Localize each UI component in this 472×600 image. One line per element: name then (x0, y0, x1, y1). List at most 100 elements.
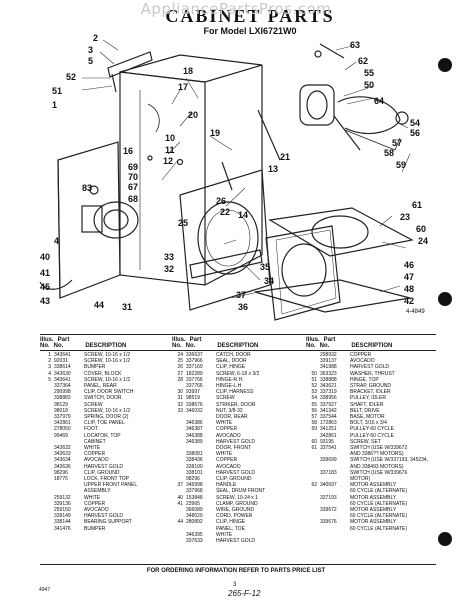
callout-36: 36 (238, 302, 249, 312)
description: BEARING SUPPORT (84, 519, 132, 526)
part-no: 338614 (54, 364, 71, 371)
table-top-rule (40, 334, 436, 335)
motor-housing (81, 205, 103, 233)
description: SCREW, 6-18 x 3/2 (216, 370, 260, 377)
illus-no: 41 (177, 500, 183, 507)
part-no: 346032 (186, 407, 203, 414)
part-no: 341476 (54, 525, 71, 532)
table-row: 60 CYCLE (ALTERNATE) (306, 488, 436, 494)
header-description: DESCRIPTION (85, 343, 127, 349)
part-no: 336637 (186, 352, 203, 358)
callout-12: 12 (163, 156, 174, 166)
part-no: 338081 (186, 451, 203, 458)
illus-no: 58 (311, 420, 317, 427)
part-no: 98296 (54, 469, 68, 476)
description: SWITCH (USE W/339672 (350, 445, 408, 452)
illus-no: 61 (311, 445, 317, 452)
illus-no: 56 (311, 407, 317, 414)
description: AVOCADO (216, 432, 241, 439)
description: AND 338493 MOTORS) (350, 463, 404, 470)
description: PULLEY-60 CYCLE (350, 426, 395, 433)
part-no: 339699 (320, 457, 337, 464)
part-no: 18776 (54, 476, 68, 483)
illus-no (172, 538, 183, 544)
part-no: 278050 (54, 426, 71, 433)
part-no: 341342 (320, 407, 337, 414)
description: CLIP, TOE PANEL (84, 420, 125, 427)
part-no: 337966 (186, 358, 203, 365)
drive-belt (337, 96, 401, 135)
description: HARVEST GOLD (84, 513, 123, 520)
illus-no: 54 (311, 395, 317, 402)
header-description: DESCRIPTION (351, 343, 393, 349)
callout-69: 69 (128, 162, 139, 172)
illus-no (306, 526, 317, 532)
part-no: 172863 (320, 420, 337, 427)
callout-4: 4 (54, 236, 60, 246)
table-row: DOOR, REAR (172, 414, 300, 420)
top-panel-ring (311, 215, 369, 249)
header-part: Part (323, 337, 336, 343)
part-no: 338100 (186, 463, 203, 470)
illus-no: 3 (48, 364, 51, 371)
description: CORD, POWER (216, 513, 253, 520)
table-row: UPPER FRONT PANEL (40, 482, 166, 488)
description: PANEL, REAR (84, 383, 117, 390)
description: DOOR, FRONT (216, 445, 251, 452)
callout-21: 21 (280, 152, 291, 162)
table-bottom-rule (40, 564, 436, 565)
illus-no: 30 (177, 389, 183, 396)
part-no: 338883 (54, 395, 71, 402)
callout-18: 18 (183, 66, 194, 76)
callout-43: 43 (40, 296, 51, 306)
binder-hole-bottom (438, 532, 452, 546)
description: COPPER (84, 500, 106, 507)
diagram-code: 4-4849 (406, 309, 425, 315)
description: LOCK, FRONT TOP (84, 476, 130, 483)
callout-19: 19 (210, 128, 221, 138)
callout-32: 32 (164, 264, 175, 274)
description: BELT, DRIVE (350, 407, 380, 414)
part-no: 259150 (54, 507, 71, 514)
description: HINGE, TOP (350, 376, 379, 383)
table-row: MOTOR) (306, 476, 436, 482)
header-illus: Illus. (40, 337, 54, 343)
description: BOLT, 3/16 x 3/4 (350, 420, 387, 427)
table-row: 60 CYCLE (ALTERNATE) (306, 513, 436, 519)
column-header: Illus.Part No.No.DESCRIPTION (306, 337, 436, 349)
description: CLIP, HINGE (216, 364, 246, 371)
description: HARVEST GOLD (216, 438, 255, 445)
callout-48: 48 (404, 284, 415, 294)
description: AVOCADO (84, 457, 109, 464)
callout-61: 61 (412, 200, 423, 210)
part-no: 341988 (320, 364, 337, 371)
header-no: No. (306, 343, 316, 349)
table-row: 60 CYCLE (ALTERNATE) (306, 501, 436, 507)
part-no: 338888 (320, 376, 337, 383)
description: 60 CYCLE (ALTERNATE) (350, 488, 408, 495)
description: MOTOR ASSEMBLY (350, 507, 397, 514)
callout-16: 16 (123, 146, 134, 156)
callout-83: 83 (82, 183, 93, 193)
